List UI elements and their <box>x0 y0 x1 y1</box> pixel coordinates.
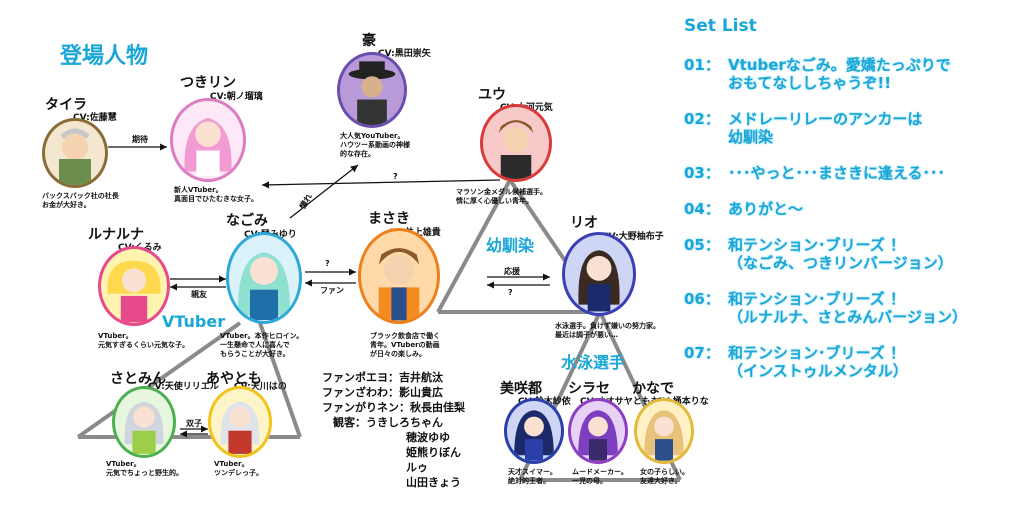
portrait-misato <box>504 398 564 464</box>
setlist-item: 03：･･･やっと･･･まさきに逢える･･･ <box>684 164 946 182</box>
character-cv-tsukirin: CV:朝ノ瑠璃 <box>210 92 263 102</box>
character-cv-go: CV:黒田崇矢 <box>378 49 431 59</box>
character-desc-ayatomo: VTuber。ツンデレっ子。 <box>214 460 263 477</box>
portrait-kanade <box>634 398 694 464</box>
fan-row: 観客：うきしろちゃん <box>333 416 443 429</box>
character-desc-kanade: 女の子らしい。友達大好き。 <box>640 468 689 485</box>
relation-label-shinyu: 親友 <box>191 290 207 299</box>
character-cv-shirase: CV:オオサヤともも <box>580 397 660 407</box>
setlist-item: 06：和テンション･ブリーズ ！（ルナルナ、さとみんバージョン） <box>684 290 967 326</box>
portrait-tsukirin <box>170 98 246 182</box>
character-desc-rio: 水泳選手。負けず嫌いの努力家。最近は調子が悪い… <box>555 322 660 339</box>
setlist-item: 05：和テンション･ブリーズ ！（なごみ、つきリンバージョン） <box>684 236 953 272</box>
portrait-masaki <box>358 228 440 324</box>
setlist-item: 02：メドレーリレーのアンカーは幼馴染 <box>684 110 923 146</box>
character-desc-yuu: マラソン金メダル候補選手。情に厚く心優しい青年。 <box>456 188 547 205</box>
character-name-taira: タイラ <box>45 97 87 113</box>
setlist-item: 01：Vtuberなごみ。愛嬌たっぷりでおもてなししちゃうぞ!! <box>684 56 951 92</box>
portrait-go <box>337 52 407 128</box>
portrait-nagomi <box>226 232 302 324</box>
character-name-ayatomo: あやとも <box>206 371 262 387</box>
portrait-yuu <box>480 104 552 182</box>
character-name-satomin: さとみん <box>110 371 166 387</box>
character-cv-taira: CV:佐藤慧 <box>73 113 117 123</box>
character-desc-satomin: VTuber。元気でちょっと野生的。 <box>106 460 183 477</box>
character-name-kanade: かなで <box>632 381 674 397</box>
character-cv-ayatomo: CV:天川はの <box>234 382 287 392</box>
setlist-item: 04：ありがと～ <box>684 200 804 218</box>
character-name-shirase: シラセ <box>568 381 610 397</box>
fan-row: 山田きょう <box>406 476 461 489</box>
setlist-title: Set List <box>684 16 757 36</box>
relation-label-kitai: 期待 <box>132 135 148 144</box>
character-name-masaki: まさき <box>368 211 410 227</box>
character-name-go: 豪 <box>362 33 376 49</box>
portrait-ayatomo <box>208 386 272 458</box>
relation-label-fan: ファン <box>320 286 344 295</box>
character-name-tsukirin: つきリン <box>180 75 236 91</box>
portrait-shirase <box>568 398 628 464</box>
relation-label-futago: 双子 <box>186 419 202 428</box>
fan-row: ファンがりネン：秋長由佳梨 <box>322 401 465 414</box>
character-desc-runaruna: VTuber。元気すぎるくらい元気な子。 <box>98 332 189 349</box>
portrait-taira <box>42 118 108 188</box>
relation-label-q2: ? <box>325 259 330 268</box>
relation-label-q1: ? <box>393 172 398 181</box>
character-name-nagomi: なごみ <box>226 213 268 229</box>
character-name-misato: 美咲都 <box>500 381 542 397</box>
character-name-runaruna: ルナルナ <box>88 227 144 243</box>
character-name-yuu: ユウ <box>478 87 506 103</box>
group-label-suiei: 水泳選手 <box>561 353 626 372</box>
character-desc-nagomi: VTuber。本作ヒロイン。一生懸命で人に喜んでもらうことが大好き。 <box>220 332 304 358</box>
character-desc-shirase: ムードメーカー。一児の母。 <box>572 468 628 485</box>
fan-row: ファンざわわ：影山貴広 <box>322 386 443 399</box>
page-title: 登場人物 <box>60 44 149 69</box>
character-desc-go: 大人気YouTuber。ハウツー系動画の神様的な存在。 <box>340 132 410 158</box>
fan-row: ファンポエヨ：吉井航汰 <box>322 371 443 384</box>
character-cv-rio: CV:大野柚布子 <box>602 232 664 242</box>
character-desc-masaki: ブラック飲食店で働く青年。VTuberの動画が日々の楽しみ。 <box>370 332 440 358</box>
fan-row: 穂波ゆゆ <box>406 431 450 444</box>
group-label-osananajimi: 幼馴染 <box>486 236 535 255</box>
character-desc-tsukirin: 新人VTuber。真面目でひたむきな女子。 <box>174 186 258 203</box>
setlist-item: 07：和テンション･ブリーズ ！（インストゥルメンタル） <box>684 344 908 380</box>
portrait-rio <box>562 232 636 316</box>
setlist-panel: Set List 01：Vtuberなごみ。愛嬌たっぷりでおもてなししちゃうぞ!… <box>684 16 1014 398</box>
character-cv-kanade: CV:桶本りな <box>656 397 709 407</box>
relation-label-ouen: 応援 <box>504 267 520 276</box>
character-name-rio: リオ <box>570 215 598 231</box>
group-label-vtuber: VTuber <box>162 312 226 331</box>
character-desc-misato: 天才スイマー。絶対的王者。 <box>508 468 557 485</box>
character-desc-taira: バックスバック社の社長お金が大好き。 <box>42 192 119 209</box>
portrait-runaruna <box>98 246 170 326</box>
fan-row: 姫熊りぼん <box>406 446 461 459</box>
character-cv-satomin: CV:天使リリエル <box>148 382 219 392</box>
fan-list: ファンポエヨ：吉井航汰 ファンざわわ：影山貴広 ファンがりネン：秋長由佳梨 観客… <box>322 370 465 490</box>
portrait-satomin <box>112 386 176 458</box>
relation-label-q3: ? <box>508 288 513 297</box>
fan-row: ルゥ <box>406 461 428 474</box>
